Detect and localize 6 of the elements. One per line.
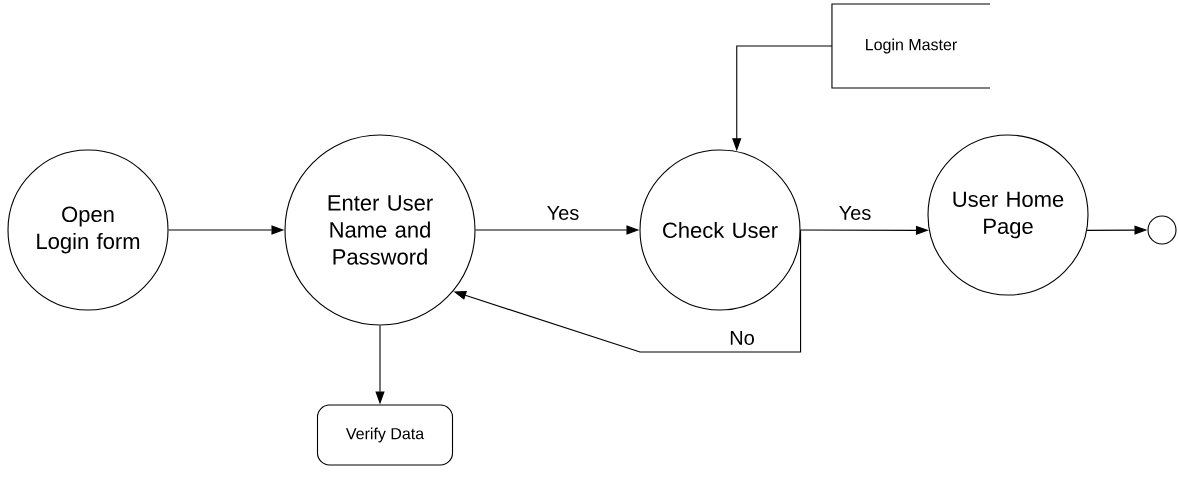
data-store: Login Master	[831, 3, 991, 89]
edge-label: Yes	[544, 204, 582, 222]
edge-label: Yes	[836, 204, 874, 222]
end-circle	[1147, 215, 1177, 245]
process-box: Verify Data	[316, 404, 454, 466]
edge-label: No	[727, 329, 757, 347]
